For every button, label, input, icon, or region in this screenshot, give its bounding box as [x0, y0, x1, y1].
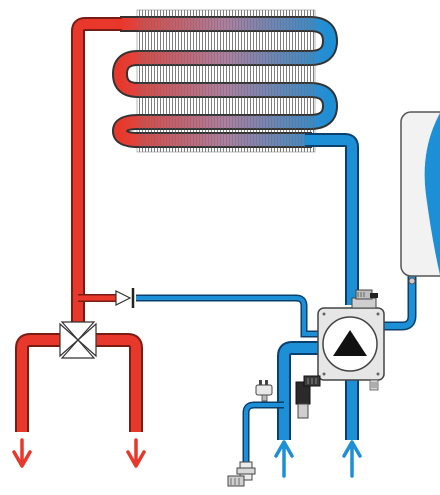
- hot-outlet-left-pipe: [15, 333, 62, 432]
- return-flow-pipes: [136, 133, 417, 478]
- circulation-pump-icon: [317, 307, 385, 391]
- safety-valve-icon: [227, 461, 256, 487]
- automatic-air-vent-icon: [351, 289, 378, 309]
- three-way-valve-icon: [59, 321, 97, 359]
- return-pipe-main: [305, 133, 359, 305]
- expansion-vessel-icon: [400, 111, 440, 285]
- flow-arrow-icon: [126, 438, 146, 468]
- bypass-pipe-cold: [136, 294, 320, 338]
- flow-arrow-icon: [342, 440, 362, 478]
- expansion-vessel-pipe: [380, 276, 417, 331]
- pressure-switch-icon: [255, 380, 273, 402]
- drain-cock-icon: [295, 375, 321, 419]
- flow-arrow-icon: [12, 438, 32, 468]
- hot-flow-pipes: [12, 17, 146, 468]
- flow-arrow-icon: [274, 440, 294, 478]
- heat-exchanger: [112, 9, 338, 153]
- bypass-check-valve-icon: [115, 288, 135, 308]
- hot-outlet-right-pipe: [94, 333, 143, 432]
